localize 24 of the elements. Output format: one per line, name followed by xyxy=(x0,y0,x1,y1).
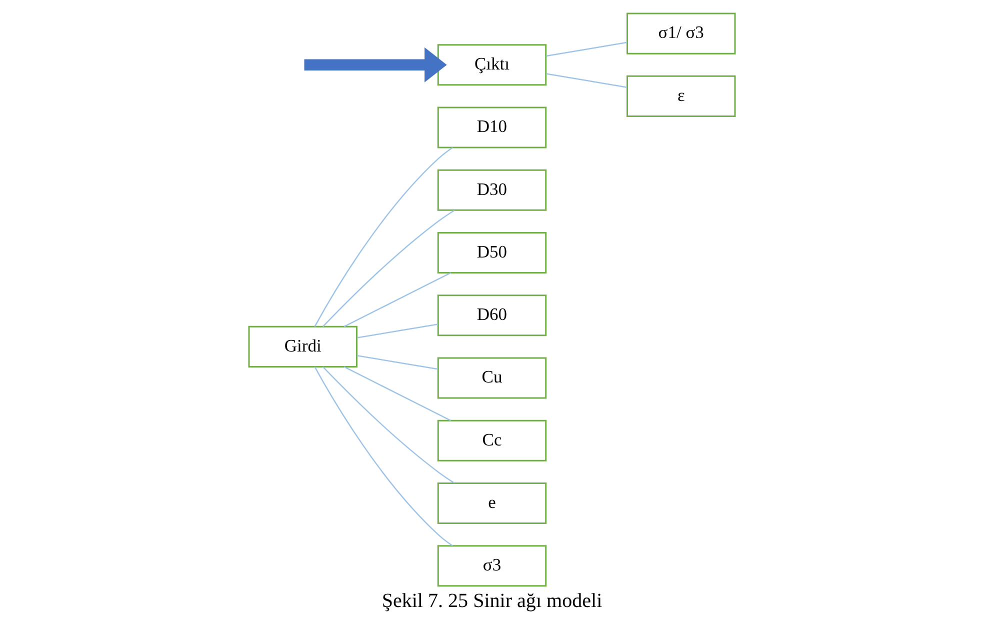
connector xyxy=(546,42,628,57)
node-box: ε xyxy=(626,75,736,117)
connector xyxy=(357,324,438,338)
node-box: σ1/ σ3 xyxy=(626,12,736,54)
arrow xyxy=(304,47,447,82)
connector xyxy=(314,147,453,327)
node-box: e xyxy=(437,482,547,524)
node-box: Girdi xyxy=(248,326,358,368)
connector xyxy=(344,366,452,422)
node-box: D10 xyxy=(437,106,547,148)
connector xyxy=(322,210,455,328)
connector xyxy=(314,366,453,546)
node-box: Cu xyxy=(437,357,547,399)
node-box: D50 xyxy=(437,232,547,274)
node-box: D30 xyxy=(437,169,547,211)
caption: Şekil 7. 25 Sinir ağı modeli xyxy=(382,590,602,612)
connector xyxy=(344,272,452,328)
connector xyxy=(357,354,438,370)
node-box: Cc xyxy=(437,420,547,462)
node-box: D60 xyxy=(437,294,547,336)
connector xyxy=(546,73,628,88)
connector xyxy=(322,366,455,484)
node-box: Çıktı xyxy=(437,44,547,86)
node-box: σ3 xyxy=(437,545,547,587)
